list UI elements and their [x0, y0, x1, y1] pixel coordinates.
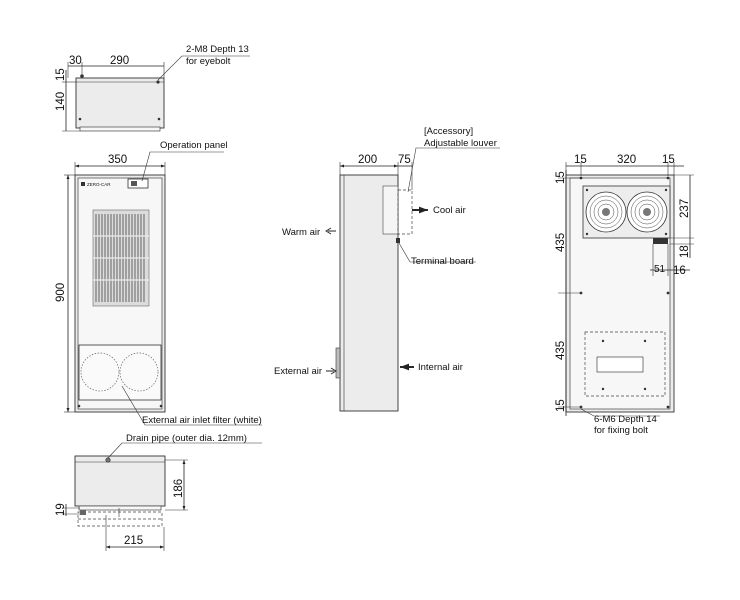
- dim-350: 350: [108, 154, 127, 166]
- screw-icon: [585, 188, 589, 192]
- dim-200: 200: [358, 154, 377, 166]
- eyebolt-hole-icon: [156, 80, 160, 84]
- dim-19: 19: [55, 503, 67, 516]
- top-view-body: [75, 77, 165, 129]
- dim-30: 30: [69, 55, 82, 67]
- side-view: 200 75 [Accessory] Adjustable louver Coo…: [274, 126, 500, 412]
- mount-hole-icon: [157, 117, 161, 121]
- mount-hole-icon: [78, 117, 82, 121]
- fixing-bolt-hole-icon: [666, 405, 670, 409]
- terminal-board-icon: [653, 238, 668, 244]
- screw-icon: [601, 387, 605, 391]
- drain-pipe-icon: [105, 457, 111, 463]
- dim-75: 75: [398, 154, 411, 166]
- operation-panel-display: [131, 181, 137, 186]
- bottom-view: Drain pipe (outer dia. 12mm) 186 19 215: [55, 433, 262, 551]
- dim-15-left: 15: [574, 154, 587, 166]
- screw-icon: [643, 339, 647, 343]
- top-view-flange: [79, 126, 161, 132]
- fixing-bolt-label-2: for fixing bolt: [594, 425, 648, 436]
- warm-air-arrow-icon: [325, 227, 336, 235]
- filter-leader: [121, 385, 262, 426]
- dim-435-lower: 435: [555, 341, 567, 360]
- eyebolt-leader: [157, 55, 250, 81]
- dim-15-right: 15: [662, 154, 675, 166]
- screw-icon: [664, 188, 668, 192]
- fixing-bolt-leader: [580, 408, 660, 417]
- filter-edge: [335, 347, 341, 379]
- dim-186: 186: [173, 479, 185, 498]
- terminal-board-leader: [398, 242, 476, 263]
- filter-outline: [77, 511, 163, 527]
- dim-290: 290: [110, 55, 129, 67]
- nameplate: [596, 356, 644, 373]
- terminal-board-label: Terminal board: [411, 256, 474, 267]
- dim-18: 18: [679, 245, 691, 258]
- bottom-view-flange: [78, 505, 162, 511]
- front-view: ZERO-CAR: [55, 140, 262, 426]
- adjustable-louver-outline[interactable]: [397, 189, 413, 235]
- fan-outline-icon: [119, 352, 159, 392]
- screw-icon: [585, 232, 589, 236]
- operation-panel[interactable]: [127, 178, 149, 189]
- brand-label: ZERO-CAR: [87, 182, 111, 187]
- operation-panel-label: Operation panel: [160, 140, 228, 151]
- external-air-inlet-filter: [78, 344, 162, 401]
- operation-panel-leader: [141, 151, 224, 182]
- fan-icon: [626, 191, 668, 233]
- screw-icon: [601, 339, 605, 343]
- louver-leader: [407, 147, 500, 193]
- drain-outlet: [80, 510, 86, 515]
- grille-slats: [93, 214, 149, 302]
- screw-icon: [664, 232, 668, 236]
- bottom-view-body: [74, 455, 166, 507]
- dim-900: 900: [55, 283, 67, 302]
- rear-access-panel: [584, 331, 666, 397]
- mount-hole-icon: [159, 404, 163, 408]
- dim-435-upper: 435: [555, 233, 567, 252]
- dim-16: 16: [673, 265, 686, 277]
- filter-label: External air inlet filter (white): [142, 415, 262, 426]
- dim-15: 15: [55, 68, 67, 81]
- cool-air-label: Cool air: [433, 205, 466, 216]
- fan-outline-icon: [80, 352, 120, 392]
- logo-icon: [81, 182, 85, 186]
- dim-15-top: 15: [555, 171, 567, 184]
- mount-hole-icon: [77, 404, 81, 408]
- warm-air-label: Warm air: [282, 227, 320, 238]
- screw-icon: [643, 387, 647, 391]
- dim-237: 237: [679, 199, 691, 218]
- fan-icon: [585, 191, 627, 233]
- drain-pipe-label: Drain pipe (outer dia. 12mm): [126, 433, 247, 444]
- accessory-label-2: Adjustable louver: [424, 138, 497, 149]
- fixing-bolt-hole-icon: [666, 291, 670, 295]
- top-view: 30 290 15 140 2-M8 Depth 13 for eyebolt: [55, 44, 250, 132]
- eyebolt-label-2: for eyebolt: [186, 56, 231, 67]
- terminal-board-icon: [396, 238, 400, 243]
- internal-air-label: Internal air: [418, 362, 463, 373]
- back-view: 15 320 15 15 435 435 15 237 18 51 16 6-M…: [555, 154, 694, 436]
- accessory-label-1: [Accessory]: [424, 126, 473, 137]
- external-air-label: External air: [274, 366, 322, 377]
- dim-15-bottom: 15: [555, 399, 567, 412]
- fixing-bolt-hole-icon: [666, 176, 670, 180]
- fixing-bolt-label-1: 6-M6 Depth 14: [594, 414, 657, 425]
- drain-pipe-leader: [107, 442, 262, 459]
- dim-140: 140: [55, 92, 67, 111]
- eyebolt-hole-icon: [80, 74, 84, 78]
- dim-51: 51: [654, 264, 666, 275]
- external-air-arrow-icon: [326, 367, 337, 375]
- dim-320: 320: [617, 154, 636, 166]
- dim-215: 215: [124, 535, 143, 547]
- louver-mount: [382, 185, 399, 235]
- eyebolt-label-1: 2-M8 Depth 13: [186, 44, 249, 55]
